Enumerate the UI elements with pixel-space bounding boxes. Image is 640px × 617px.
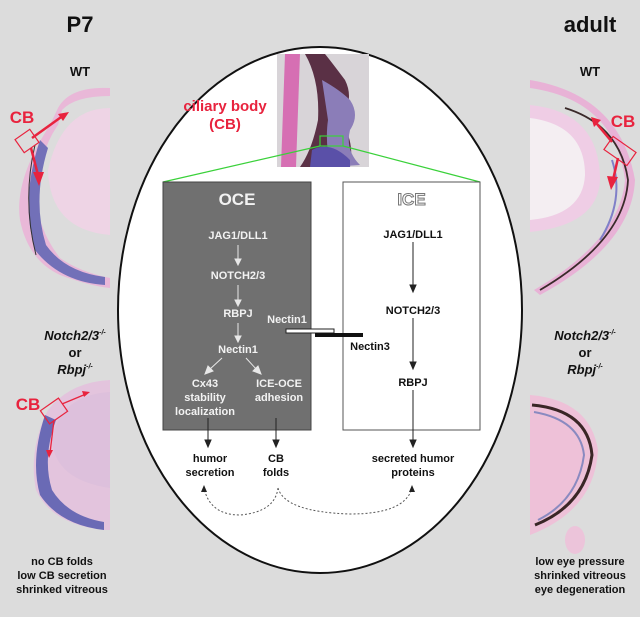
dotted-arrow-to-humor-secretion bbox=[203, 487, 279, 516]
ice-step-notch2-3: NOTCH2/3 bbox=[385, 305, 441, 317]
outcome-arrows bbox=[204, 418, 280, 449]
ice-step-jag1-dll1: JAG1/DLL1 bbox=[383, 229, 443, 241]
ice-title: ICE bbox=[397, 190, 426, 210]
p7-title: P7 bbox=[66, 12, 94, 37]
p7-mutant-gene2: Rbpj-/- bbox=[57, 362, 93, 377]
oce-box bbox=[162, 181, 312, 431]
outcome-folds: folds bbox=[262, 467, 290, 479]
arrow-p7-wt-up bbox=[31, 113, 65, 140]
ciliary-body-label-2: (CB) bbox=[209, 116, 241, 133]
oce-arrows bbox=[204, 245, 262, 375]
zoom-line-right bbox=[342, 145, 481, 183]
p7-cb-label: CB bbox=[9, 108, 35, 127]
p7-phenotype-1: no CB folds bbox=[31, 556, 93, 568]
oce-branch-localization: localization bbox=[175, 406, 235, 418]
p7-phenotype-2: low CB secretion bbox=[17, 570, 107, 582]
adult-phenotype-1: low eye pressure bbox=[535, 556, 625, 568]
central-ellipse bbox=[117, 46, 523, 574]
p7-mutant-eye-section bbox=[33, 380, 110, 530]
adult-mutant-eye-section bbox=[530, 395, 598, 554]
adult-mutant-gene2: Rbpj-/- bbox=[567, 362, 603, 377]
cb-box-p7-wt bbox=[14, 128, 40, 154]
ice-arrows bbox=[409, 242, 417, 449]
adult-phenotype-2: shrinked vitreous bbox=[534, 570, 626, 582]
cb-box-adult-wt bbox=[603, 135, 637, 167]
p7-mutant-cb-label: CB bbox=[15, 395, 41, 414]
adult-phenotype-3: eye degeneration bbox=[534, 584, 626, 596]
outcome-secreted-humor: secreted humor bbox=[371, 453, 455, 465]
nectin3-bar bbox=[315, 333, 363, 337]
nectin1-bar bbox=[285, 328, 335, 334]
adult-title: adult bbox=[563, 12, 617, 37]
ice-box bbox=[342, 181, 481, 431]
oce-title: OCE bbox=[218, 190, 256, 209]
oce-branch-stability: stability bbox=[184, 392, 226, 404]
oce-branch-cx43: Cx43 bbox=[191, 378, 219, 390]
outcome-proteins: proteins bbox=[391, 467, 435, 479]
oce-branch-ice-oce: ICE-OCE bbox=[256, 378, 302, 390]
oce-step-jag1-dll1: JAG1/DLL1 bbox=[208, 230, 268, 242]
ice-step-rbpj: RBPJ bbox=[398, 377, 428, 389]
ciliary-body-label-1: ciliary body bbox=[183, 98, 267, 115]
oce-step-rbpj: RBPJ bbox=[223, 308, 253, 320]
oce-step-nectin1: Nectin1 bbox=[218, 344, 258, 356]
oce-branch-adhesion: adhesion bbox=[254, 392, 304, 404]
outcome-cb: CB bbox=[268, 453, 284, 465]
outcome-humor: humor bbox=[192, 453, 228, 465]
nectin1-label: Nectin1 bbox=[267, 314, 307, 326]
zoom-box bbox=[319, 135, 344, 147]
p7-phenotype-3: shrinked vitreous bbox=[16, 584, 108, 596]
oce-step-notch2-3: NOTCH2/3 bbox=[210, 270, 266, 282]
arrow-p7-wt-down bbox=[29, 147, 40, 176]
adult-mutant-gene1: Notch2/3-/- bbox=[554, 328, 616, 343]
adult-mutant-or: or bbox=[578, 345, 592, 360]
p7-mutant-or: or bbox=[68, 345, 82, 360]
dotted-arrow-to-secreted-proteins bbox=[277, 487, 413, 515]
zoom-line-left bbox=[162, 145, 321, 183]
cb-box-p7-mutant bbox=[39, 397, 69, 425]
nectin3-label: Nectin3 bbox=[350, 341, 390, 353]
adult-cb-label: CB bbox=[610, 112, 636, 131]
adult-wt-eye-section bbox=[530, 80, 635, 295]
adult-wt-label: WT bbox=[579, 64, 601, 79]
p7-wt-label: WT bbox=[69, 64, 91, 79]
ciliary-body-histology bbox=[277, 54, 369, 167]
p7-mutant-gene1: Notch2/3-/- bbox=[44, 328, 106, 343]
outcome-secretion: secretion bbox=[185, 467, 235, 479]
